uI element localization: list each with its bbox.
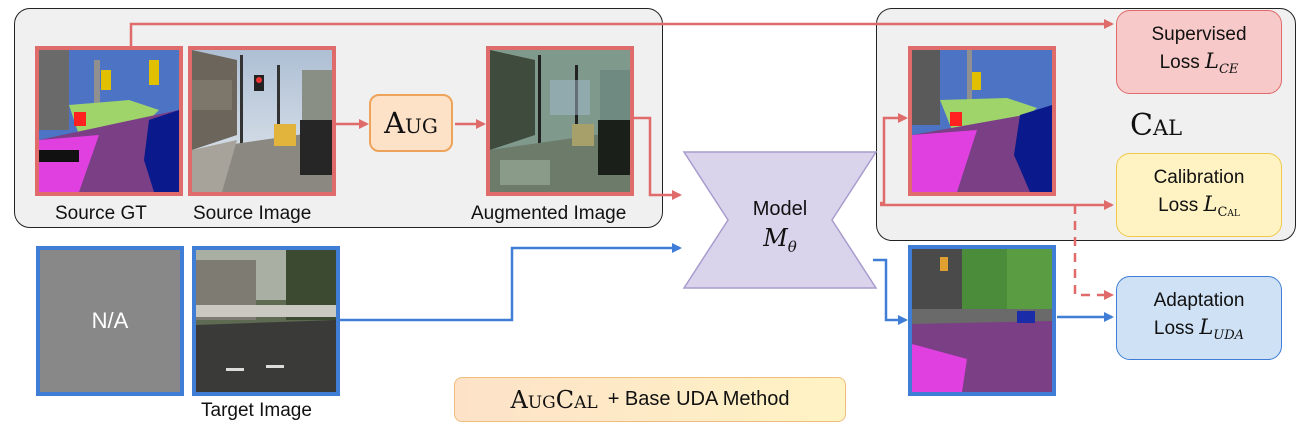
target-image [192, 246, 340, 396]
supervised-loss-formula: Loss LCE [1159, 49, 1239, 77]
source-gt-caption: Source GT [55, 203, 147, 224]
model-block [682, 151, 878, 289]
calibration-loss-title: Calibration [1153, 167, 1245, 188]
augmented-image [486, 46, 634, 196]
calibration-to-adaptation-dashed-arrow [1073, 205, 1114, 300]
aug-label: Aug [384, 106, 438, 140]
source-image [188, 46, 336, 196]
target-to-model-arrow [340, 243, 682, 322]
model-symbol-letter: M [763, 224, 788, 252]
augmented-to-model-arrow [630, 116, 682, 200]
na-label: N/A [91, 308, 129, 333]
source-prediction-image [908, 46, 1056, 196]
adaptation-loss-title: Adaptation [1153, 290, 1245, 311]
augcal-footer-name: AugCal [510, 385, 598, 414]
augcal-footer-rest: + Base UDA Method [607, 388, 790, 410]
model-to-target-pred-arrow [873, 258, 908, 325]
model-symbol: Mθ [745, 224, 815, 256]
calibration-loss-box: Calibration Loss LCal [1116, 153, 1282, 237]
augcal-footer-box: AugCal + Base UDA Method [454, 377, 846, 422]
aug-box: Aug [369, 94, 453, 152]
target-prediction-image [908, 245, 1056, 396]
gt-to-supervised-arrow [129, 19, 1114, 46]
na-placeholder: N/A [36, 246, 184, 396]
model-label: Model [752, 198, 808, 220]
supervised-loss-title: Supervised [1151, 24, 1247, 45]
adaptation-loss-formula: Loss LUDA [1153, 315, 1245, 343]
calibration-loss-formula: Loss LCal [1158, 192, 1240, 220]
adaptation-loss-box: Adaptation Loss LUDA [1116, 276, 1282, 360]
model-symbol-sub: θ [787, 237, 797, 256]
model-to-source-pred-arrow [880, 113, 908, 205]
source-gt-image [35, 46, 183, 196]
augmented-image-caption: Augmented Image [471, 203, 627, 224]
source-image-caption: Source Image [193, 203, 312, 224]
supervised-loss-box: Supervised Loss LCE [1116, 10, 1282, 94]
cal-label: Cal [1130, 108, 1183, 143]
target-image-caption: Target Image [201, 400, 312, 421]
